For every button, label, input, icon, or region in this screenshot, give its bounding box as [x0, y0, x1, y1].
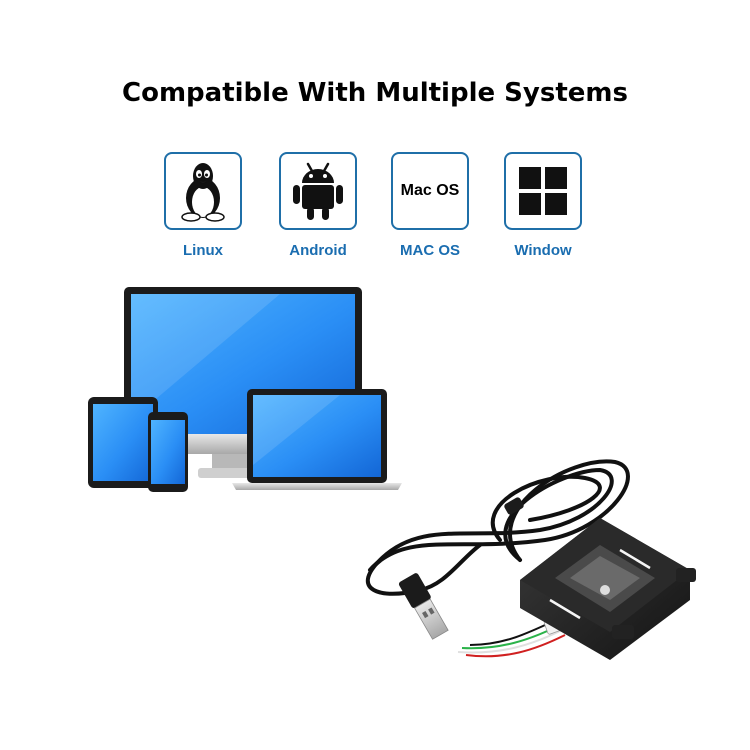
tablet: [88, 397, 158, 488]
android-robot-icon: [293, 162, 343, 220]
usb-cable: [365, 459, 630, 596]
os-item-windows: Window: [504, 152, 582, 259]
os-label-android: Android: [289, 242, 347, 259]
smartphone: [148, 412, 188, 492]
os-item-macos: Mac OS MAC OS: [391, 152, 469, 259]
mac-os-text-icon: Mac OS: [400, 182, 460, 199]
android-icon-box: [279, 152, 357, 230]
laptop: [232, 389, 402, 490]
os-label-linux: Linux: [183, 242, 223, 259]
os-compatibility-row: Linux Android Mac OS MAC OS: [0, 152, 750, 262]
macos-icon-box: Mac OS: [391, 152, 469, 230]
os-label-windows: Window: [514, 242, 572, 259]
windows-icon-box: [504, 152, 582, 230]
linux-penguin-icon: [181, 163, 225, 222]
windows-logo-icon: [519, 167, 567, 215]
scanner-module: [520, 518, 696, 660]
os-label-macos: MAC OS: [400, 242, 460, 259]
usb-plug: [398, 573, 449, 640]
linux-icon-box: [164, 152, 242, 230]
os-item-linux: Linux: [164, 152, 242, 259]
os-item-android: Android: [279, 152, 357, 259]
ferrite-bead: [504, 497, 524, 515]
page-title: Compatible With Multiple Systems: [122, 78, 628, 108]
